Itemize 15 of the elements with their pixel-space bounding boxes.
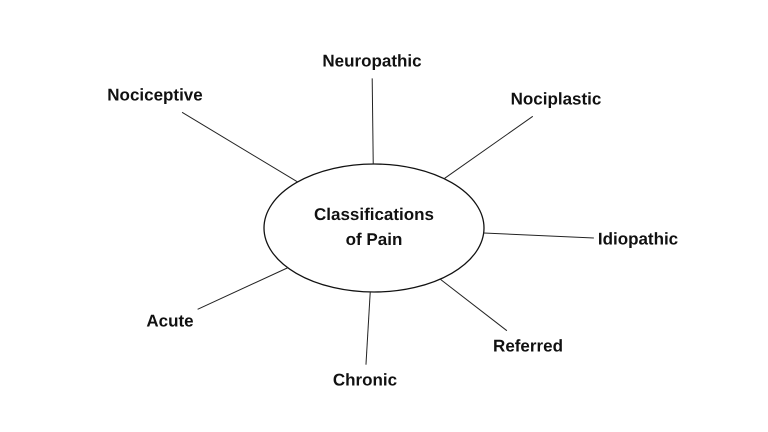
pain-type-label: Neuropathic [322,50,422,74]
connector-line [440,278,508,332]
pain-type-label: Chronic [332,368,398,394]
connector-line [182,112,298,182]
pain-type-label: Nociplastic [510,88,602,112]
pain-type-label: Acute [146,310,194,334]
connector-line [372,78,374,164]
connector-line [197,267,288,310]
central-topic: Classifications of Pain [304,198,444,258]
pain-type-label: Nociceptive [107,84,203,108]
pain-type-label: Idiopathic [598,228,678,252]
connector-line [483,232,594,238]
connector-line [365,291,371,366]
pain-type-label: Referred [493,334,563,360]
connector-line [444,116,534,180]
